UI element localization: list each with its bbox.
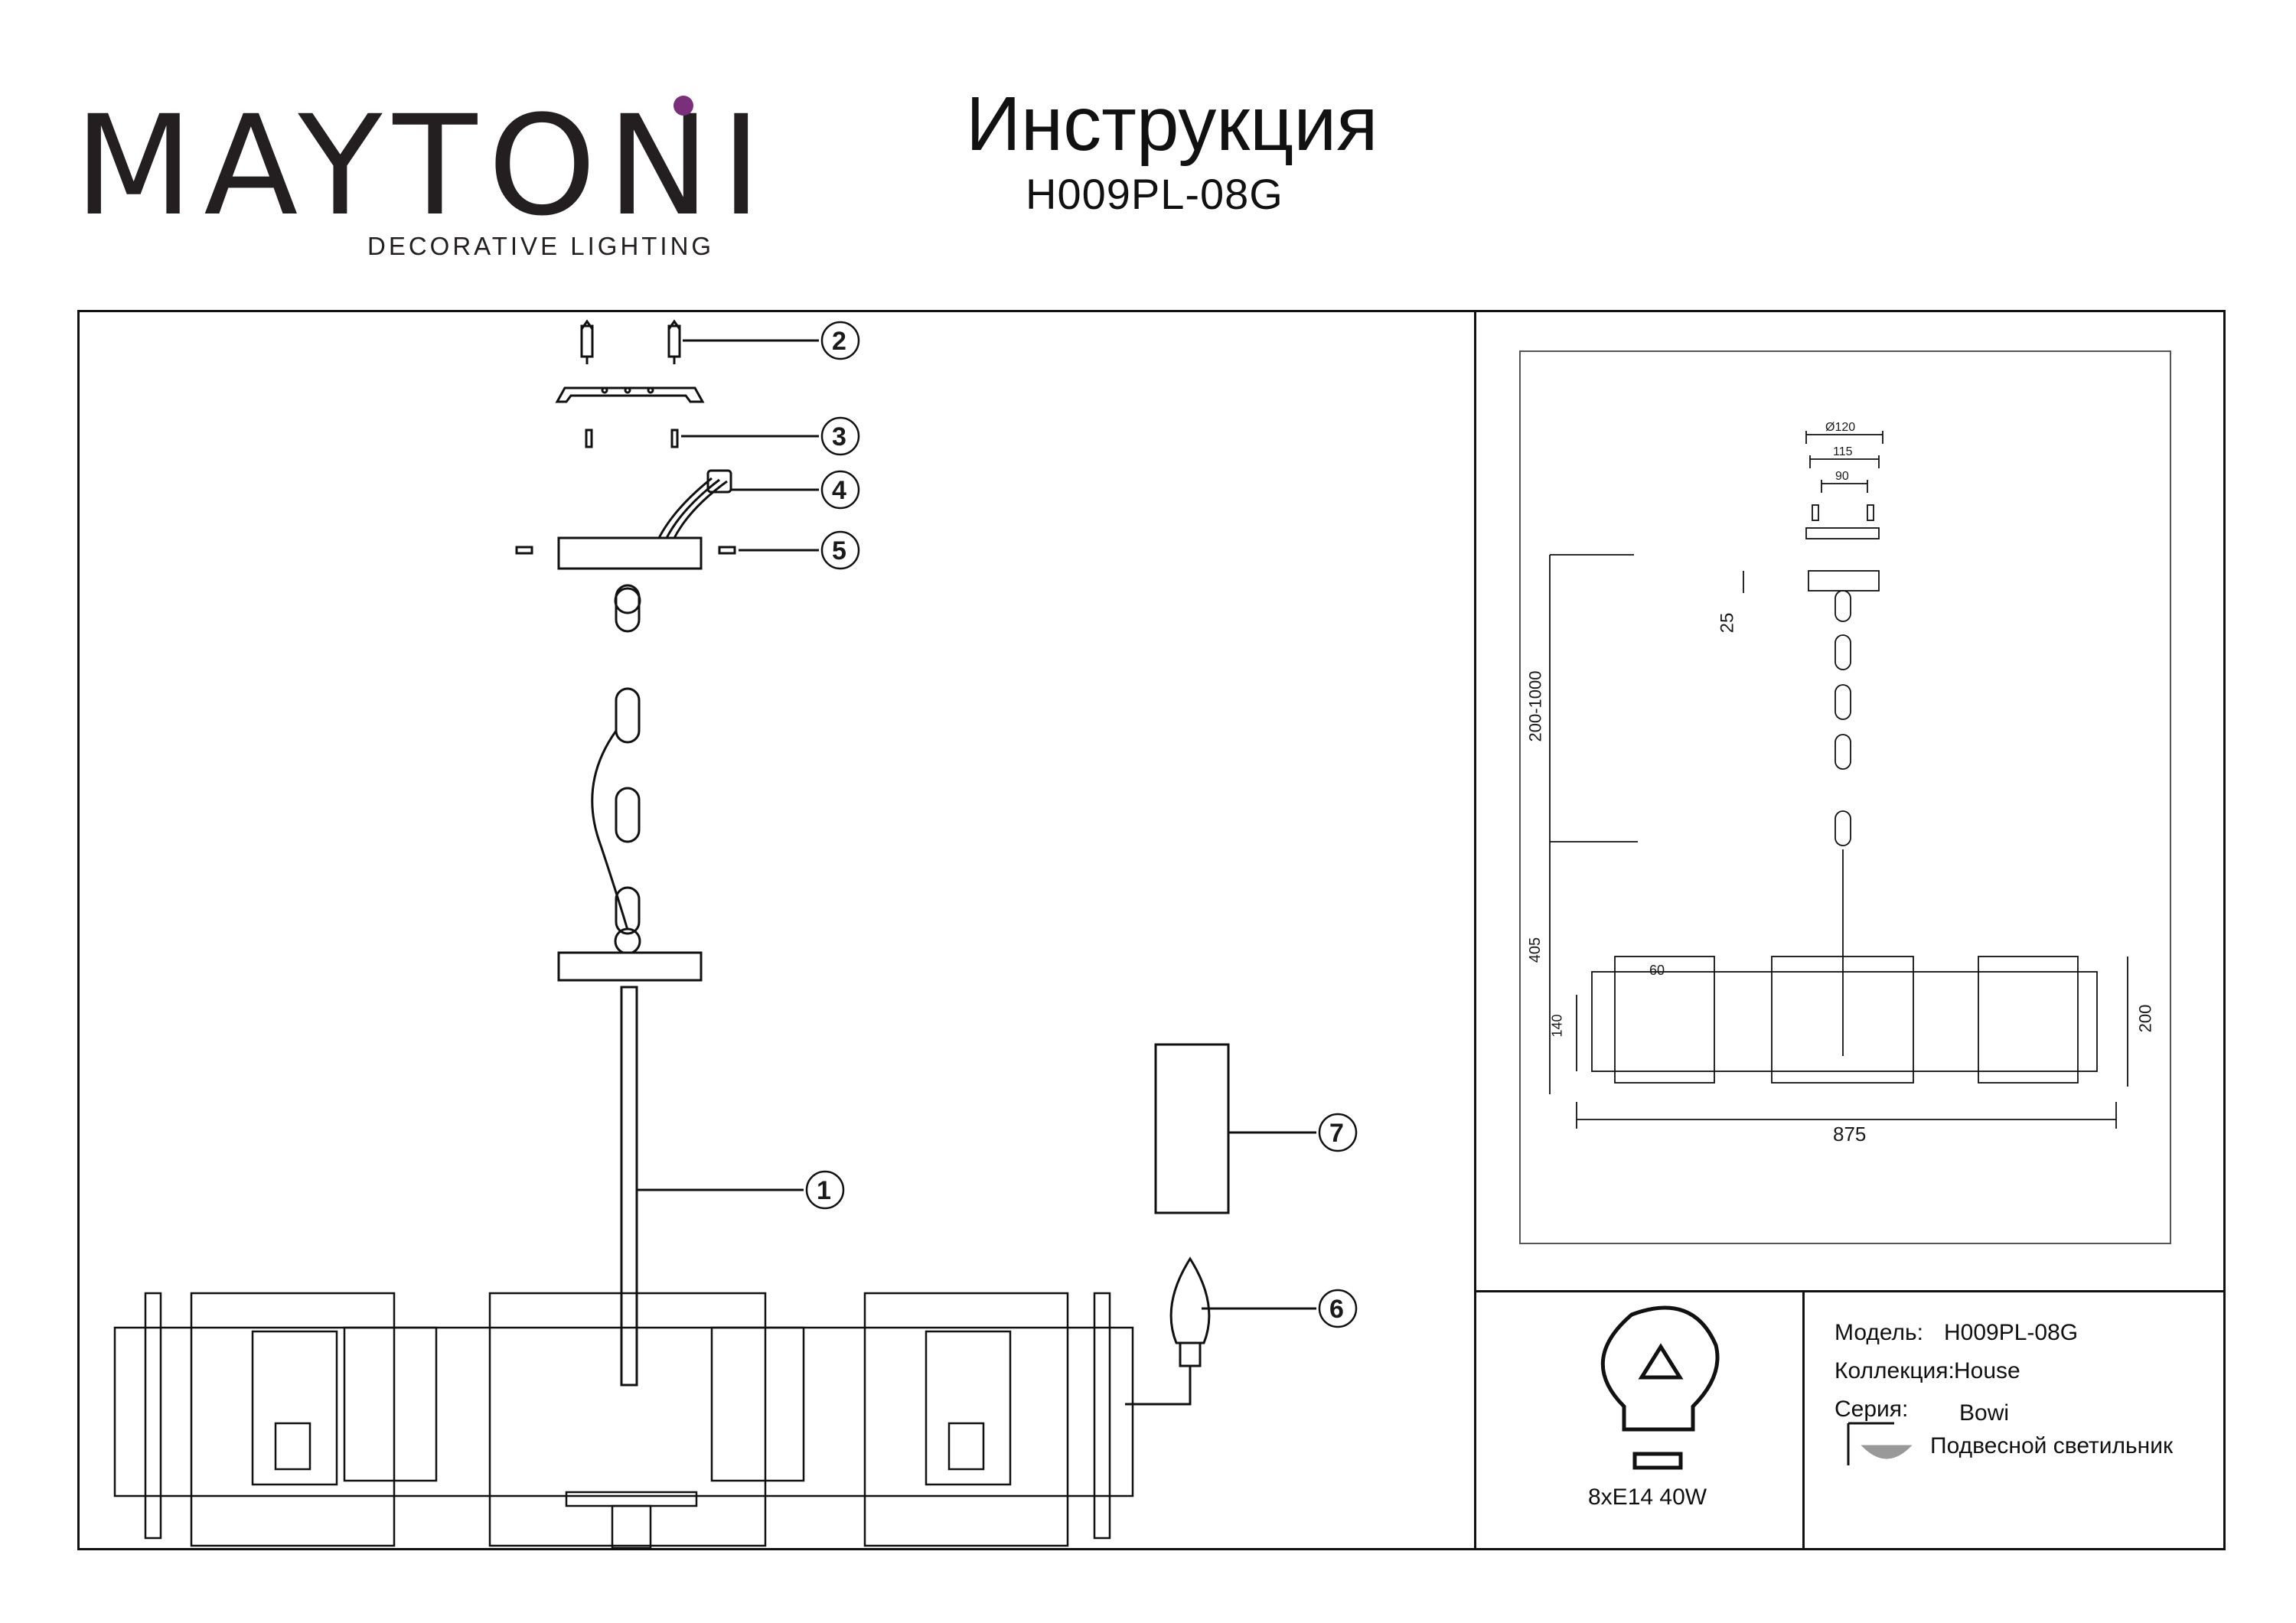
canopy-icon [515, 536, 819, 570]
series-label: Серия: [1835, 1396, 1909, 1422]
mounting-screws-icon [580, 319, 819, 364]
series-value: Bowi [1959, 1400, 2010, 1426]
brand-logo: MAYTONI [74, 86, 772, 246]
chandelier-frame-icon [113, 1292, 1134, 1550]
dimension-drawing [1549, 431, 2128, 1129]
dim-diameter: Ø120 [1825, 421, 1856, 434]
dim-140: 140 [1549, 1014, 1565, 1038]
pendant-type-icon [1847, 1422, 1913, 1465]
dim-60: 60 [1649, 963, 1665, 978]
stem-rod-icon [620, 986, 804, 1387]
callout-6: 6 [1329, 1295, 1344, 1324]
dim-115: 115 [1833, 445, 1853, 458]
model-label: Модель: [1835, 1320, 1924, 1345]
dim-25: 25 [1717, 612, 1738, 634]
dim-200: 200 [2135, 1004, 2155, 1033]
collection-value: House [1954, 1358, 2020, 1383]
dim-405: 405 [1527, 937, 1544, 963]
spec-divider [1474, 1290, 2226, 1292]
dim-90: 90 [1835, 470, 1849, 483]
model-value: H009PL-08G [1944, 1320, 2079, 1345]
dim-chain-length: 200-1000 [1525, 670, 1545, 742]
page-title: Инструкция [966, 81, 1378, 167]
callout-7: 7 [1329, 1119, 1344, 1148]
callout-markers [805, 321, 1358, 1328]
collection-label: Коллекция: [1835, 1358, 1955, 1383]
candle-bulb-icon [1125, 1256, 1316, 1406]
bulb-spec-label: 8xE14 40W [1588, 1484, 1707, 1510]
dim-875: 875 [1833, 1123, 1867, 1146]
brand-subtitle: DECORATIVE LIGHTING [367, 232, 715, 260]
small-screws-icon [585, 429, 819, 448]
product-type: Подвесной светильник [1930, 1433, 2174, 1458]
chain-icon [591, 584, 641, 955]
mounting-bracket-icon [555, 386, 705, 403]
wire-connector-icon [657, 469, 819, 540]
brand-logo-dot [673, 96, 693, 116]
callout-1: 1 [817, 1176, 831, 1205]
callout-2: 2 [832, 327, 846, 356]
callout-3: 3 [832, 422, 846, 451]
chain-plate-icon [557, 951, 703, 982]
bulb-spec-icon [1600, 1305, 1720, 1470]
panel-divider [1474, 310, 1476, 1550]
model-code: H009PL-08G [1026, 170, 1283, 218]
callout-4: 4 [832, 476, 846, 505]
spec-divider-vertical [1802, 1290, 1805, 1550]
glass-shade-icon [1154, 1043, 1316, 1214]
callout-5: 5 [832, 536, 846, 565]
dimension-drawing-frame [1519, 350, 2171, 1244]
document-frame [77, 310, 2226, 1550]
